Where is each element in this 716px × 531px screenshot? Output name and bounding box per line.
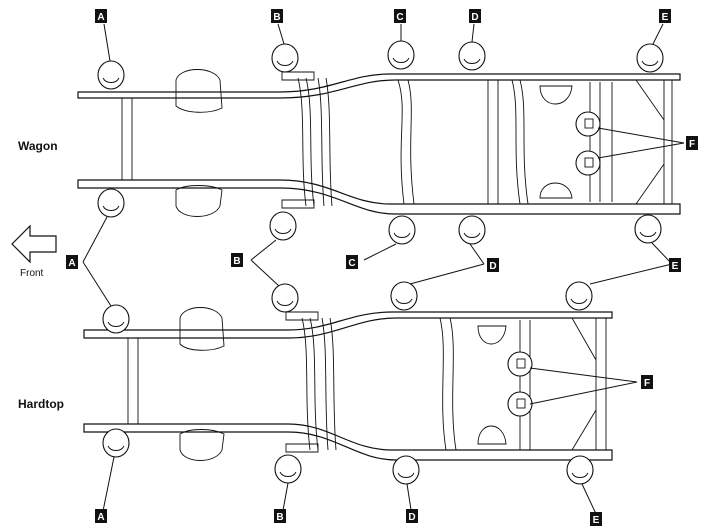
svg-text:B: B: [273, 12, 280, 23]
marker-b-wagon-top: B: [271, 9, 283, 23]
svg-text:B: B: [233, 256, 240, 267]
bushing-d-upper: [458, 41, 486, 71]
wagon-frame: [77, 69, 681, 217]
bushing-a-upper: [102, 304, 130, 334]
bushing-b-lower: [269, 211, 297, 241]
bushing-c-lower: [388, 215, 416, 245]
wagon-bushings: [97, 40, 664, 245]
marker-c-wagon-top: C: [394, 9, 406, 23]
marker-f-wagon: F: [686, 136, 698, 150]
svg-text:E: E: [662, 12, 669, 23]
marker-e-wagon-top: E: [659, 9, 671, 23]
marker-f-hardtop: F: [641, 375, 653, 389]
bushing-d-lower: [458, 215, 486, 245]
hardtop-label: Hardtop: [18, 397, 64, 411]
marker-b-middle: B: [231, 253, 243, 267]
svg-text:A: A: [97, 512, 104, 523]
marker-a-wagon-top: A: [95, 9, 107, 23]
front-arrow-icon: [11, 224, 57, 264]
svg-text:D: D: [489, 261, 496, 272]
bushing-f-upper: [507, 351, 533, 377]
svg-text:A: A: [68, 258, 75, 269]
svg-text:F: F: [689, 139, 695, 150]
bushing-d-lower: [392, 455, 420, 485]
svg-text:D: D: [471, 12, 478, 23]
bushing-e-upper: [565, 281, 593, 311]
bushing-a-lower: [102, 428, 130, 458]
marker-d-wagon-top: D: [469, 9, 481, 23]
wagon-label: Wagon: [18, 139, 58, 153]
svg-text:E: E: [593, 515, 600, 526]
bushing-c-upper: [387, 40, 415, 70]
bushing-e-lower: [634, 214, 662, 244]
bushing-f-upper: [575, 111, 601, 137]
marker-d-hardtop-bottom: D: [406, 509, 418, 523]
svg-text:B: B: [276, 512, 283, 523]
marker-a-middle: A: [66, 255, 78, 269]
bushing-d-upper: [390, 281, 418, 311]
marker-d-middle: D: [487, 258, 499, 272]
front-label: Front: [20, 268, 44, 279]
marker-e-hardtop-bottom: E: [590, 512, 602, 526]
svg-text:D: D: [408, 512, 415, 523]
bushing-e-upper: [636, 43, 664, 73]
bushing-b-upper: [271, 283, 299, 313]
bushing-a-lower: [97, 188, 125, 218]
bushing-e-lower: [566, 455, 594, 485]
svg-text:A: A: [97, 12, 104, 23]
bushing-a-upper: [97, 60, 125, 90]
hardtop-frame: [83, 307, 613, 461]
svg-text:F: F: [644, 378, 650, 389]
bushing-b-upper: [271, 43, 299, 73]
svg-text:C: C: [396, 12, 403, 23]
svg-text:C: C: [348, 258, 355, 269]
marker-e-middle: E: [669, 258, 681, 272]
svg-text:E: E: [672, 261, 679, 272]
hardtop-bushings: [102, 281, 594, 485]
bushing-f-lower: [507, 391, 533, 417]
marker-a-hardtop-bottom: A: [95, 509, 107, 523]
bushing-f-lower: [575, 150, 601, 176]
marker-c-middle: C: [346, 255, 358, 269]
bushing-b-lower: [274, 454, 302, 484]
marker-b-hardtop-bottom: B: [274, 509, 286, 523]
